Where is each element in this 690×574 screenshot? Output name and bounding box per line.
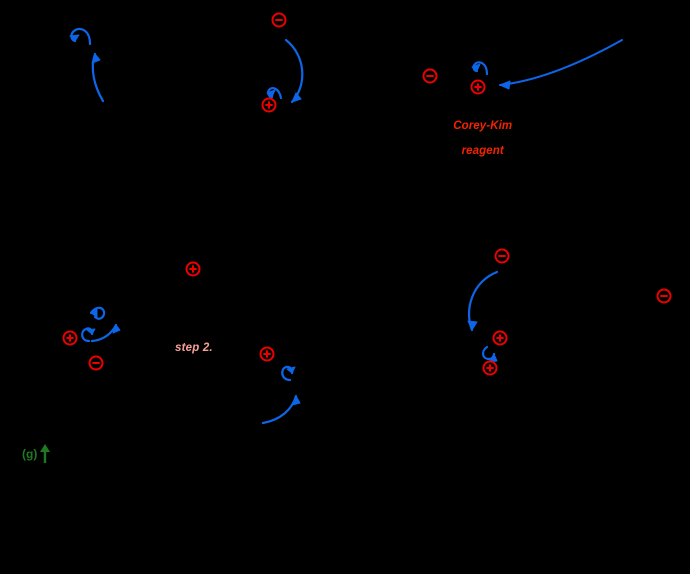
- negative-charge-marker: [271, 12, 287, 28]
- curved-electron-arrow: [261, 394, 301, 425]
- corey-kim-reagent-line2: reagent: [461, 145, 504, 158]
- curved-electron-arrow: [281, 365, 296, 382]
- corey-kim-reagent-label: Corey-Kim reagent: [440, 108, 512, 170]
- negative-charge-marker: [494, 248, 510, 264]
- curved-electron-arrow: [91, 52, 105, 103]
- negative-charge-marker: [656, 288, 672, 304]
- formal-charge-layer: [62, 12, 672, 376]
- positive-charge-marker: [62, 330, 78, 346]
- positive-charge-marker: [261, 97, 277, 113]
- gas-phase-label: (g): [22, 447, 38, 461]
- curved-electron-arrow: [81, 327, 96, 343]
- corey-kim-reagent-line1: Corey-Kim: [453, 120, 513, 133]
- curved-electron-arrow: [467, 270, 499, 332]
- positive-charge-marker: [470, 79, 486, 95]
- negative-charge-marker: [422, 68, 438, 84]
- curved-electron-arrow: [266, 87, 283, 100]
- negative-charge-marker: [88, 355, 104, 371]
- electron-arrow-layer: [69, 27, 623, 425]
- curved-electron-arrow: [90, 323, 121, 343]
- positive-charge-marker: [259, 346, 275, 362]
- positive-charge-marker: [185, 261, 201, 277]
- curved-electron-arrow: [471, 61, 489, 76]
- step-2-label: step 2.: [175, 342, 213, 354]
- positive-charge-marker: [482, 360, 498, 376]
- curved-electron-arrow: [499, 39, 623, 90]
- curved-electron-arrow: [69, 27, 92, 46]
- positive-charge-marker: [492, 330, 508, 346]
- curved-electron-arrow: [89, 306, 106, 320]
- curved-electron-arrow: [482, 345, 498, 363]
- curved-electron-arrow: [284, 38, 304, 104]
- gas-evolution-up-arrow-icon: [40, 444, 50, 463]
